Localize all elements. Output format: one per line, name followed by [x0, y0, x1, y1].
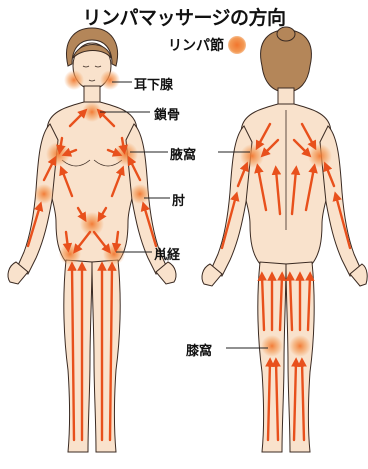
node-elbow-right — [130, 184, 150, 204]
front-right-leg — [92, 260, 120, 452]
node-back-knee-left — [261, 335, 283, 357]
label-armpit: 腋窩 — [170, 144, 196, 163]
back-figure — [202, 27, 367, 452]
node-back-armpit-left — [240, 144, 264, 168]
back-neck — [278, 88, 294, 106]
label-elbow: 肘 — [172, 190, 185, 209]
node-elbow-left — [34, 184, 54, 204]
front-neck — [84, 86, 100, 104]
node-ear-right — [100, 70, 120, 90]
node-back-armpit-right — [308, 144, 332, 168]
node-ear-left — [64, 70, 84, 90]
label-knee: 膝窩 — [186, 340, 212, 359]
node-back-knee-right — [289, 335, 311, 357]
label-collarbone: 鎖骨 — [154, 104, 180, 123]
label-groin: 鼡経 — [154, 244, 180, 263]
front-left-leg — [64, 260, 92, 452]
back-hair-bun — [277, 27, 295, 41]
front-torso — [46, 102, 138, 262]
label-ear-gland: 耳下腺 — [134, 74, 173, 93]
